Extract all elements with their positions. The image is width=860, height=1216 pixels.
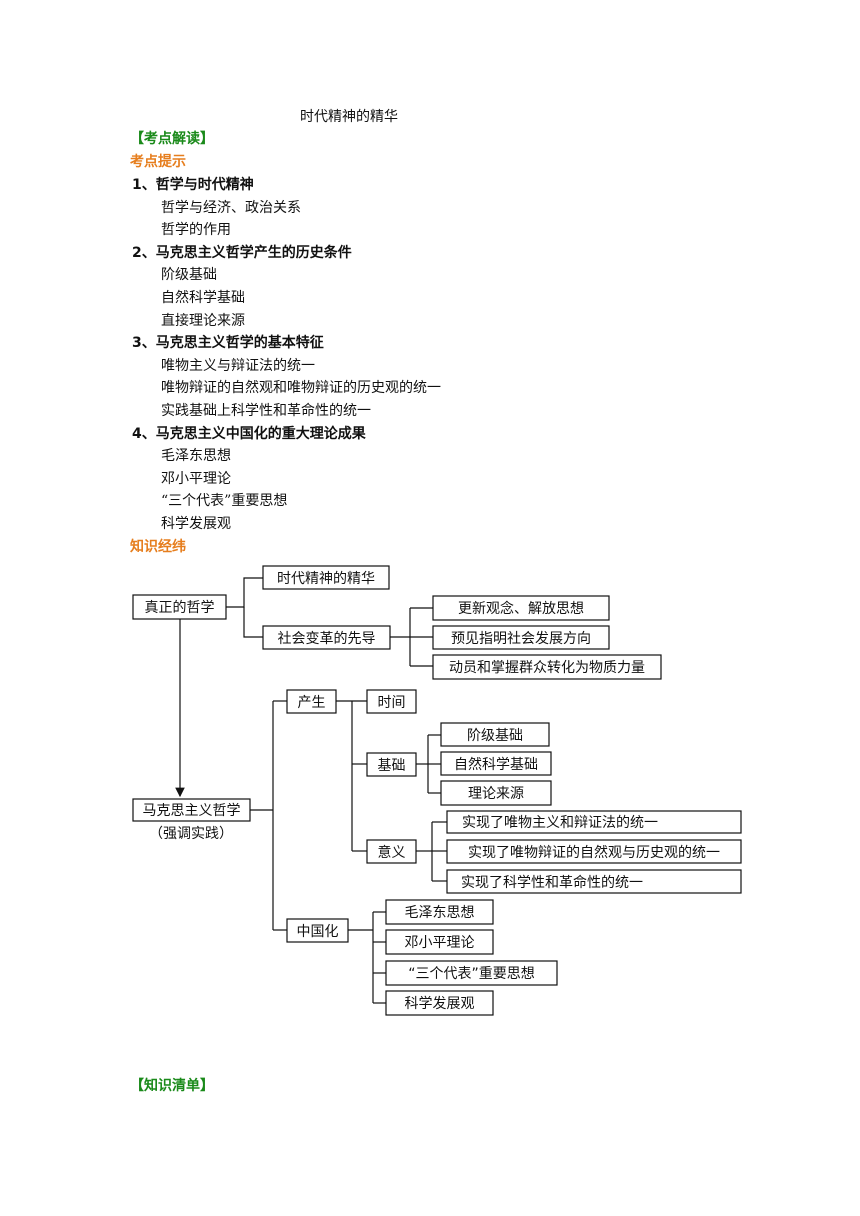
svg-text:基础: 基础 [378, 757, 406, 774]
svg-text:动员和掌握群众转化为物质力量: 动员和掌握群众转化为物质力量 [449, 660, 645, 676]
list-item: 直接理论来源 [161, 313, 245, 329]
svg-text:“三个代表”重要思想: “三个代表”重要思想 [408, 966, 535, 982]
list-item: “三个代表”重要思想 [161, 493, 288, 509]
node-china-child: 毛泽东思想 [385, 899, 494, 925]
svg-text:意义: 意义 [378, 844, 406, 861]
svg-text:真正的哲学: 真正的哲学 [145, 600, 215, 616]
node-meaning-child: 实现了唯物辩证的自然观与历史观的统一 [446, 839, 742, 864]
section-heading-analysis: 【考点解读】 [130, 131, 214, 147]
node-sinicization: 中国化 [286, 918, 349, 943]
list-item: 科学发展观 [161, 516, 231, 532]
group-heading: 2、马克思主义哲学产生的历史条件 [132, 245, 352, 261]
svg-text:科学发展观: 科学发展观 [405, 996, 475, 1012]
list-item: 实践基础上科学性和革命性的统一 [161, 403, 371, 419]
svg-text:自然科学基础: 自然科学基础 [454, 756, 538, 773]
node-zeitgeist-essence: 时代精神的精华 [262, 565, 390, 590]
svg-text:毛泽东思想: 毛泽东思想 [405, 905, 475, 921]
subsection-heading-framework: 知识经纬 [130, 539, 186, 555]
list-item: 邓小平理论 [161, 471, 231, 487]
svg-text:邓小平理论: 邓小平理论 [405, 935, 475, 951]
svg-text:预见指明社会发展方向: 预见指明社会发展方向 [451, 631, 591, 647]
node-meaning: 意义 [366, 839, 417, 864]
node-basis-child: 自然科学基础 [440, 751, 552, 776]
node-meaning-child: 实现了科学性和革命性的统一 [446, 869, 742, 894]
node-china-child: “三个代表”重要思想 [385, 960, 558, 986]
node-china-child: 科学发展观 [385, 990, 494, 1016]
list-item: 哲学的作用 [161, 222, 231, 238]
svg-text:产生: 产生 [298, 695, 326, 711]
svg-text:阶级基础: 阶级基础 [467, 727, 523, 744]
node-basis-child: 阶级基础 [440, 722, 550, 747]
subsection-heading-tips: 考点提示 [130, 154, 186, 170]
section-heading-knowledge-list: 【知识清单】 [130, 1078, 214, 1094]
node-time: 时间 [366, 689, 417, 714]
svg-text:社会变革的先导: 社会变革的先导 [278, 631, 376, 647]
svg-text:实现了唯物主义和辩证法的统一: 实现了唯物主义和辩证法的统一 [462, 815, 658, 831]
node-china-child: 邓小平理论 [385, 929, 494, 955]
node-pioneer-child: 预见指明社会发展方向 [432, 625, 610, 650]
list-item: 阶级基础 [161, 267, 217, 283]
list-item: 自然科学基础 [161, 290, 245, 306]
svg-text:时间: 时间 [378, 695, 406, 711]
node-true-philosophy: 真正的哲学 [132, 594, 227, 620]
list-item: 唯物辩证的自然观和唯物辩证的历史观的统一 [161, 380, 441, 396]
svg-text:中国化: 中国化 [297, 924, 339, 940]
svg-text:更新观念、解放思想: 更新观念、解放思想 [458, 600, 584, 617]
list-item: 哲学与经济、政治关系 [161, 200, 301, 216]
node-pioneer-child: 更新观念、解放思想 [432, 595, 610, 621]
list-item: 唯物主义与辩证法的统一 [161, 358, 315, 374]
svg-text:实现了科学性和革命性的统一: 实现了科学性和革命性的统一 [461, 874, 643, 891]
node-pioneer-child: 动员和掌握群众转化为物质力量 [432, 654, 662, 680]
svg-text:理论来源: 理论来源 [468, 786, 524, 802]
svg-text:时代精神的精华: 时代精神的精华 [277, 571, 375, 587]
marxist-note: （强调实践） [149, 826, 233, 842]
node-meaning-child: 实现了唯物主义和辩证法的统一 [446, 810, 742, 834]
group-heading: 1、哲学与时代精神 [132, 177, 254, 193]
list-item: 毛泽东思想 [161, 448, 231, 464]
connector [226, 577, 263, 608]
node-birth: 产生 [286, 689, 337, 714]
svg-text:实现了唯物辩证的自然观与历史观的统一: 实现了唯物辩证的自然观与历史观的统一 [468, 844, 720, 861]
node-social-change-pioneer: 社会变革的先导 [262, 625, 391, 650]
svg-text:马克思主义哲学: 马克思主义哲学 [143, 803, 241, 819]
node-marxist-philosophy: 马克思主义哲学 [132, 798, 251, 822]
node-basis-child: 理论来源 [440, 780, 552, 806]
connector [243, 607, 263, 638]
group-heading: 4、马克思主义中国化的重大理论成果 [132, 426, 366, 442]
node-basis: 基础 [366, 752, 417, 777]
doc-title: 时代精神的精华 [300, 109, 398, 125]
group-heading: 3、马克思主义哲学的基本特征 [132, 335, 324, 351]
